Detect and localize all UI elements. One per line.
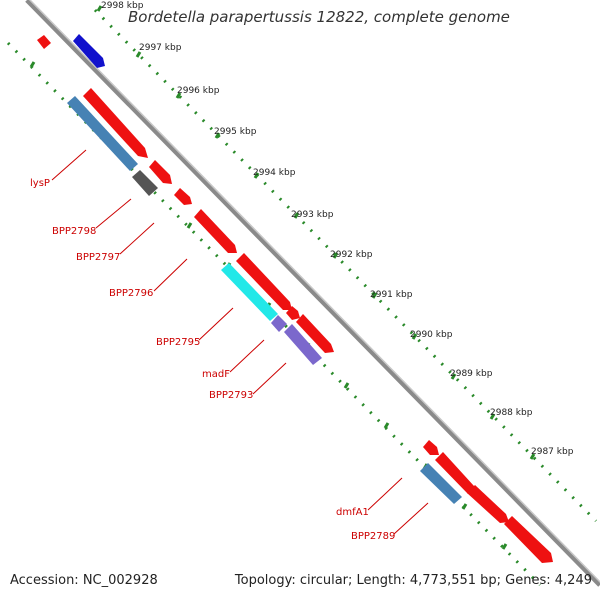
genome-backbone-highlight [28,0,600,584]
gene-arrow[interactable] [194,209,237,253]
scale-label: 2992 kbp [330,250,373,260]
gene-arrow[interactable] [504,516,553,563]
gene-arrow[interactable] [73,34,105,68]
gene-arrow[interactable] [83,88,148,158]
genome-backbone [25,0,600,587]
gene-label: BPP2796 [109,288,153,299]
gene-arrow[interactable] [174,188,192,205]
outer-tick-track [93,8,598,523]
gene-arrow[interactable] [37,35,51,49]
gene-arrow[interactable] [67,96,138,171]
scale-label: 2995 kbp [214,127,257,137]
gene-arrow[interactable] [221,263,278,321]
gene-label: madF [202,369,230,380]
scale-label: 2993 kbp [291,210,334,220]
gene-arrow[interactable] [423,440,439,455]
gene-label: BPP2789 [351,531,395,542]
scale-label: 2987 kbp [531,447,574,457]
gene-label: BPP2793 [209,390,253,401]
genome-title: Bordetella parapertussis 12822, complete… [128,8,510,26]
gene-arrow[interactable] [420,463,462,504]
gene-arrow[interactable] [467,485,509,523]
topology-text: Topology: circular; Length: 4,773,551 bp… [234,573,592,588]
scale-label: 2998 kbp [101,1,144,11]
scale-label: 2990 kbp [410,330,453,340]
gene-arrow[interactable] [271,315,287,332]
gene-label: lysP [30,178,50,189]
gene-arrow[interactable] [435,452,476,494]
outer-major-ticks [96,5,536,460]
gene-arrow[interactable] [296,314,334,353]
gene-label: BPP2798 [52,226,96,237]
gene-label: dmfA1 [336,507,369,518]
gene-arrow[interactable] [132,170,158,196]
gene-features [37,34,553,563]
gene-arrow[interactable] [149,160,172,184]
gene-label: BPP2797 [76,252,120,263]
gene-label: BPP2795 [156,337,200,348]
scale-label: 2996 kbp [177,86,220,96]
accession-text: Accession: NC_002928 [10,573,158,588]
scale-label: 2997 kbp [139,43,182,53]
scale-label: 2994 kbp [253,168,296,178]
gene-arrow[interactable] [286,306,300,320]
label-leaders [51,149,429,535]
scale-label: 2991 kbp [370,290,413,300]
gene-arrow[interactable] [236,253,292,310]
scale-label: 2989 kbp [450,369,493,379]
scale-label: 2988 kbp [490,408,533,418]
gene-arrow[interactable] [284,324,322,365]
